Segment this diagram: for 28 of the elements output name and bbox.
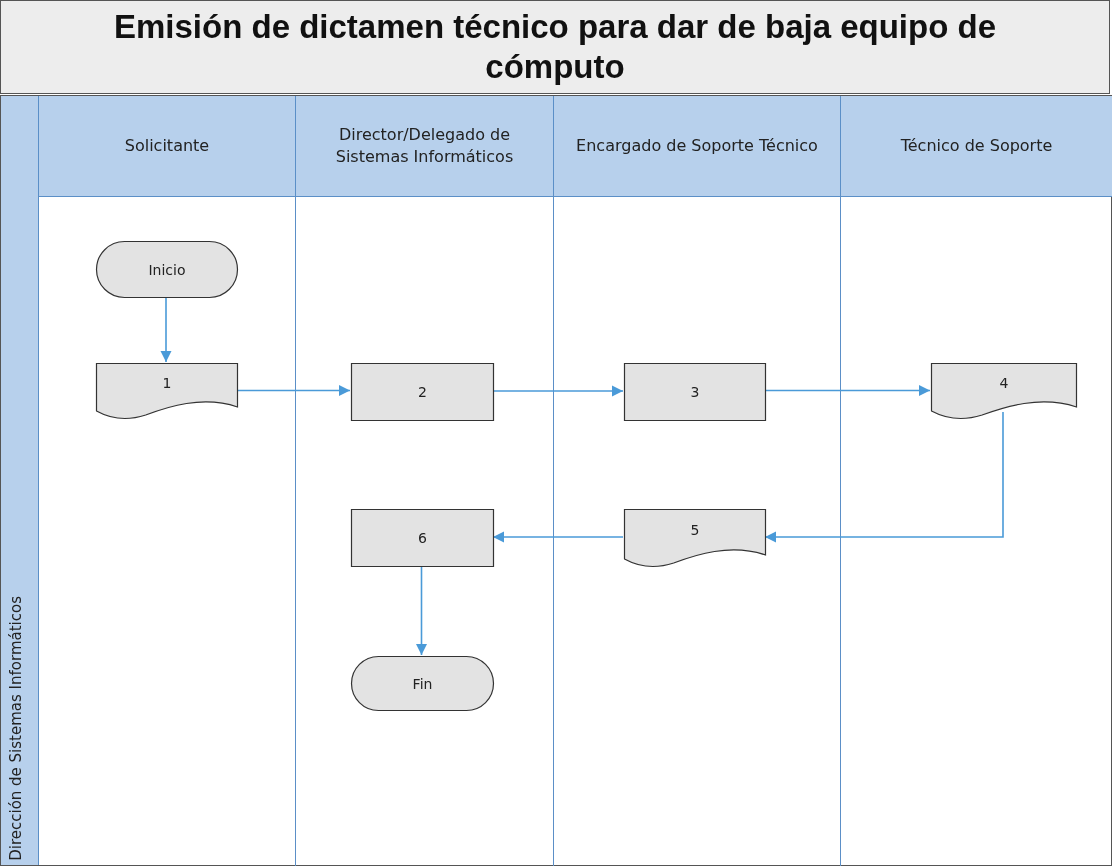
lane-header: Director/Delegado de Sistemas Informáticos xyxy=(296,96,553,197)
document-shape xyxy=(931,363,1077,419)
terminal-label: Inicio xyxy=(148,261,186,278)
step-number: 4 xyxy=(999,375,1009,391)
swimlane xyxy=(39,96,296,866)
step-number: 1 xyxy=(162,375,172,391)
title: Emisión de dictamen técnico para dar de baja equipo de cómputo xyxy=(0,0,1110,94)
process-box xyxy=(351,363,494,421)
step-number: 5 xyxy=(690,522,700,538)
terminal-label: Fin xyxy=(412,675,433,692)
lane-header: Encargado de Soporte Técnico xyxy=(554,96,840,197)
swimlane xyxy=(296,96,554,866)
terminal-shape xyxy=(351,656,494,711)
terminal-shape xyxy=(96,241,238,298)
pool-label: Dirección de Sistemas Informáticos xyxy=(7,596,25,861)
step-number: 6 xyxy=(418,530,427,546)
step-number: 3 xyxy=(690,384,700,400)
document-shape xyxy=(624,509,766,567)
arrow xyxy=(415,565,428,656)
step-number: 2 xyxy=(418,384,427,400)
document-shape xyxy=(96,363,238,419)
process-box xyxy=(351,509,494,567)
arrow xyxy=(160,296,172,363)
lane-header: Técnico de Soporte xyxy=(841,96,1112,197)
pool xyxy=(0,95,1112,866)
lane-header: Solicitante xyxy=(39,96,295,197)
swimlane xyxy=(554,96,841,866)
process-box xyxy=(624,363,766,421)
